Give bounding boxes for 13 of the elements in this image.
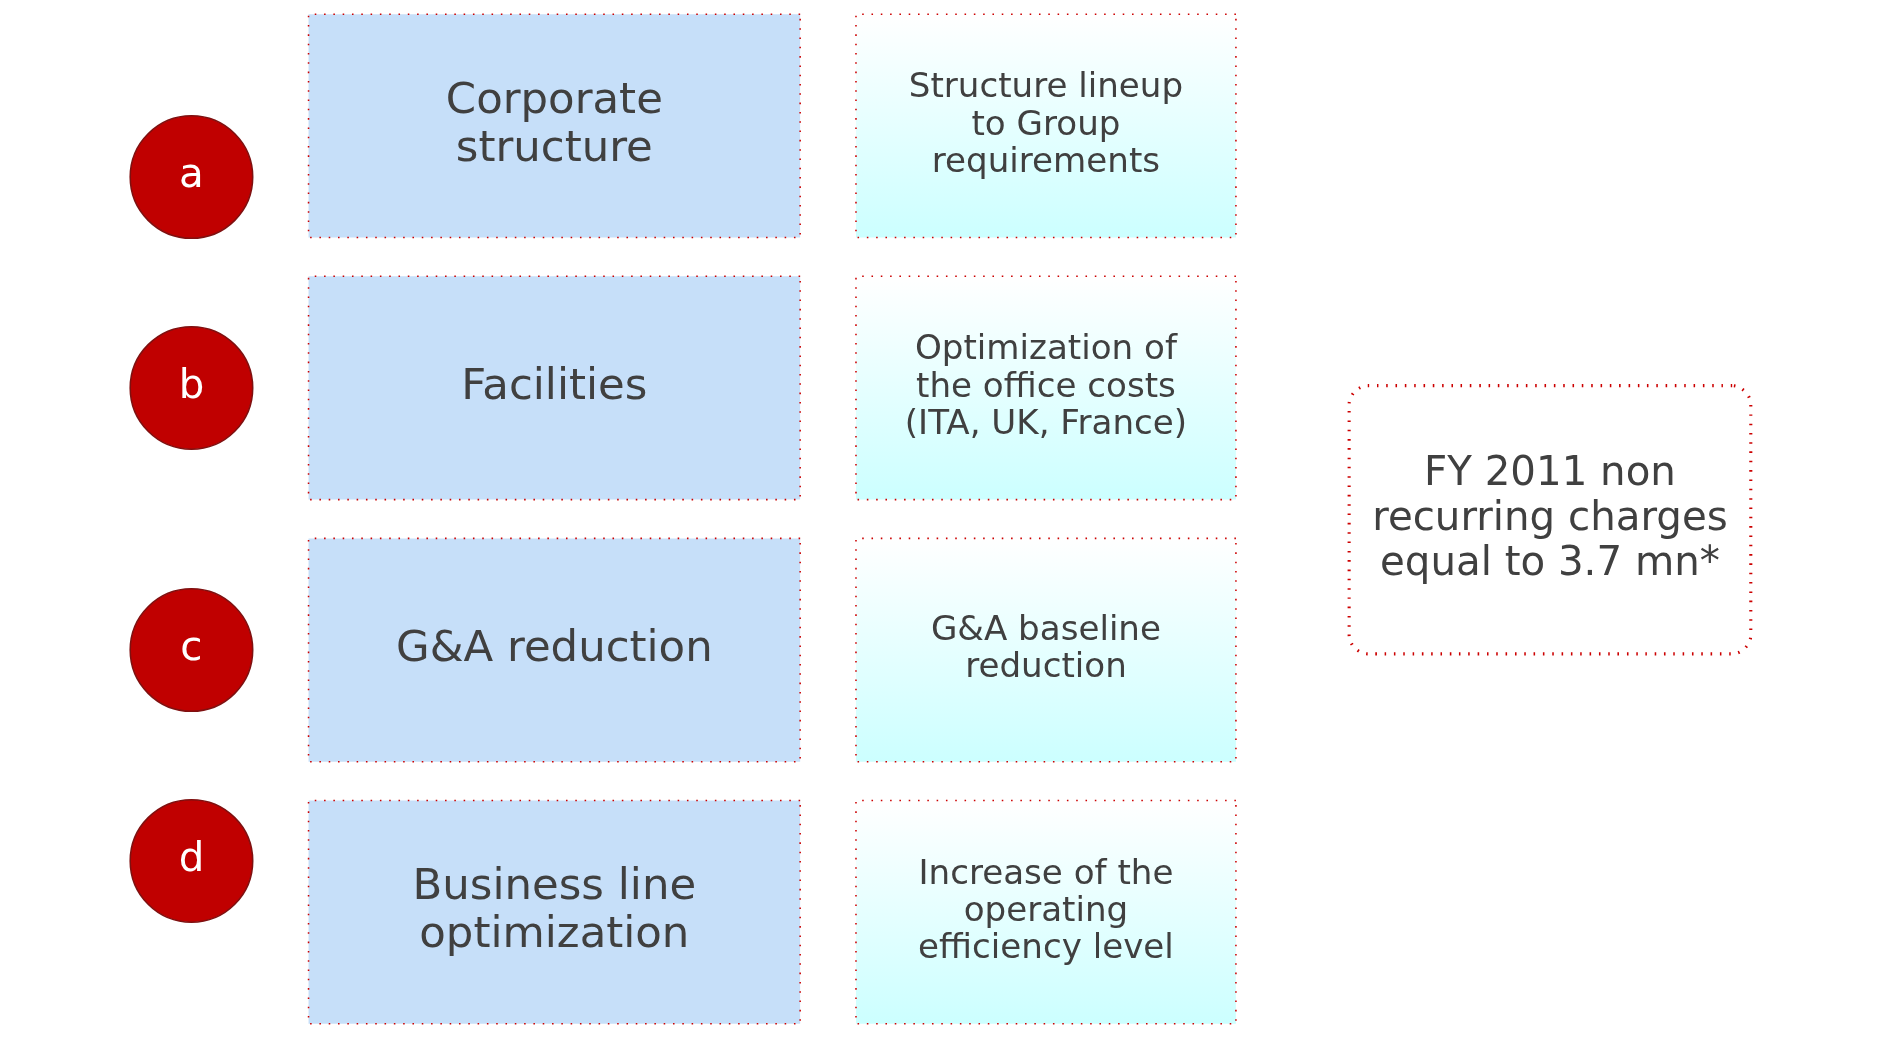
node-box: G&A reduction: [307, 537, 801, 763]
node-circle: d: [128, 798, 253, 923]
node-circle: c: [128, 588, 253, 713]
node-circle: b: [128, 325, 253, 450]
node-box: Increase of the operating efficiency level: [854, 799, 1237, 1025]
node-box: FY 2011 non recurring charges equal to 3.7 mn*: [1347, 384, 1752, 656]
node-box: Corporate structure: [307, 13, 801, 239]
node-box: G&A baseline reduction: [854, 537, 1237, 763]
node-circle: a: [128, 115, 253, 240]
node-box: Optimization of the office costs (ITA, UK, France): [854, 275, 1237, 501]
node-box: Facilities: [307, 275, 801, 501]
node-box: Business line optimization: [307, 799, 801, 1025]
node-box: Structure lineup to Group requirements: [854, 13, 1237, 239]
